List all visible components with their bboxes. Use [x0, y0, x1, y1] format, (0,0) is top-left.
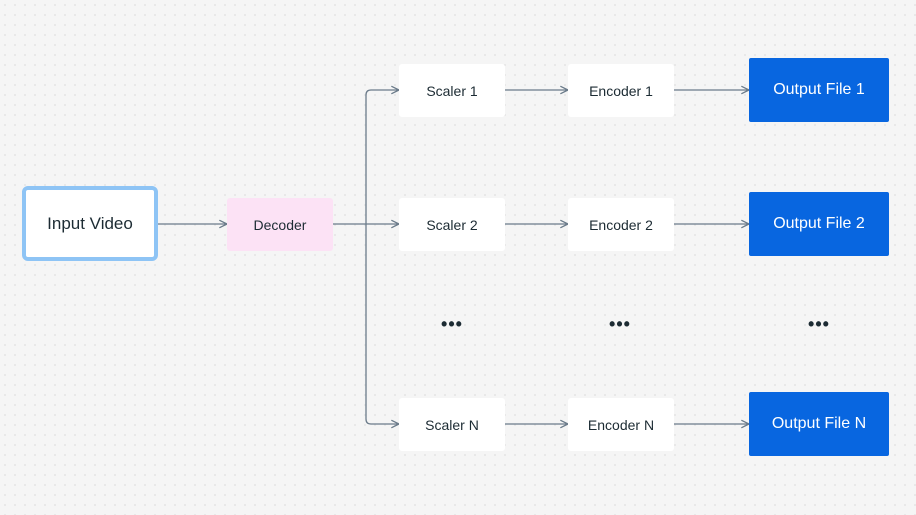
scaler-node: Scaler 2	[399, 198, 505, 251]
encoder-node: Encoder 1	[568, 64, 674, 117]
output-ellipsis: •••	[808, 314, 830, 334]
scaler-ellipsis: •••	[441, 314, 463, 334]
input-video-node: Input Video	[22, 186, 158, 261]
encoder-node: Encoder 2	[568, 198, 674, 251]
scaler-node: Scaler N	[399, 398, 505, 451]
output-file-node: Output File N	[749, 392, 889, 456]
encoder-node: Encoder N	[568, 398, 674, 451]
scaler-node: Scaler 1	[399, 64, 505, 117]
decoder-node: Decoder	[227, 198, 333, 251]
output-file-node: Output File 1	[749, 58, 889, 122]
output-file-node: Output File 2	[749, 192, 889, 256]
branch-trunk	[365, 89, 372, 425]
encoder-ellipsis: •••	[609, 314, 631, 334]
